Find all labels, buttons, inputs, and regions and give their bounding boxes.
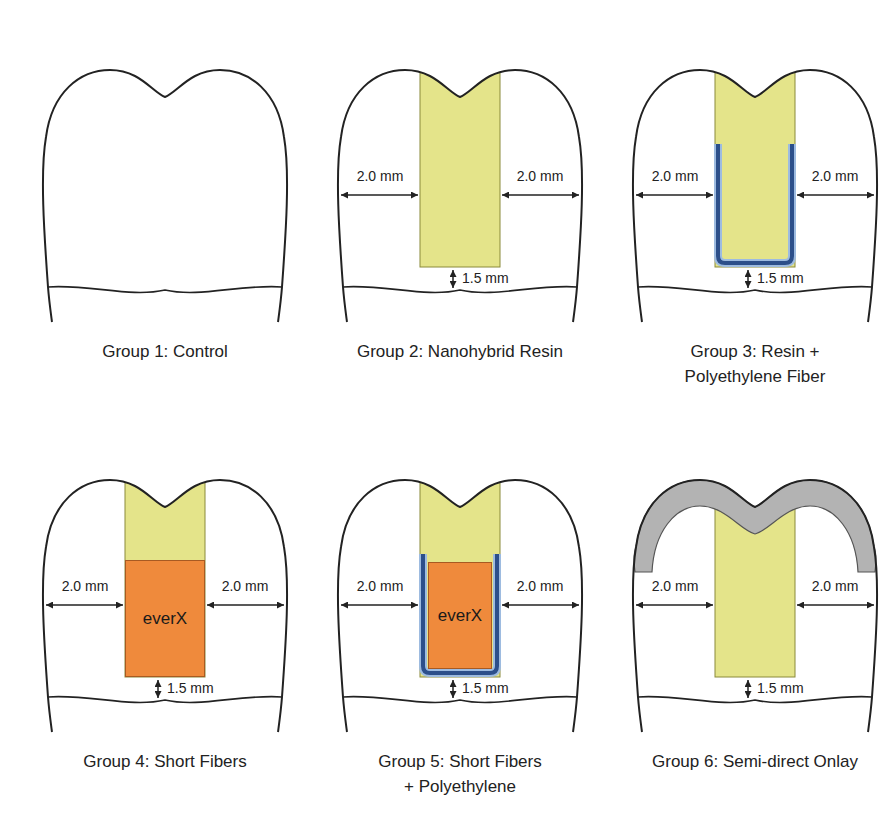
dimension-arrow bbox=[747, 680, 749, 698]
dimension-label: 1.5 mm bbox=[166, 681, 215, 696]
dimension-arrow bbox=[157, 680, 159, 698]
tooth-outline bbox=[630, 62, 880, 324]
dimension-label: 1.5 mm bbox=[756, 681, 805, 696]
tooth-outline bbox=[630, 472, 880, 734]
dimension-label: 1.5 mm bbox=[461, 271, 510, 286]
tooth-group: Group 1: Control bbox=[40, 62, 290, 392]
dimension-arrow bbox=[502, 604, 579, 606]
dimension-label: 2.0 mm bbox=[811, 169, 860, 184]
dimension-arrow bbox=[46, 604, 123, 606]
onlay-cap bbox=[634, 480, 876, 572]
dimension-label: 2.0 mm bbox=[516, 579, 565, 594]
dimension-label: 2.0 mm bbox=[356, 169, 405, 184]
cej-line bbox=[343, 287, 577, 293]
dimension-arrow bbox=[207, 604, 284, 606]
dimension-label: 2.0 mm bbox=[811, 579, 860, 594]
cej-line bbox=[48, 287, 282, 293]
group-caption: Group 2: Nanohybrid Resin bbox=[340, 340, 580, 365]
polyethylene-fiber bbox=[718, 144, 792, 263]
dimension-label: 2.0 mm bbox=[221, 579, 270, 594]
group-caption: Group 5: Short Fibers + Polyethylene bbox=[375, 750, 545, 799]
dimension-label: 1.5 mm bbox=[461, 681, 510, 696]
dimension-arrow bbox=[797, 604, 874, 606]
resin-restoration bbox=[125, 472, 205, 677]
dimension-arrow bbox=[341, 194, 418, 196]
dimension-arrow bbox=[502, 194, 579, 196]
dimension-label: 2.0 mm bbox=[516, 169, 565, 184]
resin-restoration bbox=[715, 62, 795, 267]
short-fiber-composite: everX bbox=[428, 562, 492, 669]
tooth-group: Group 2: Nanohybrid Resin bbox=[335, 62, 585, 392]
dimension-arrow bbox=[452, 680, 454, 698]
resin-restoration bbox=[420, 62, 500, 267]
resin-restoration bbox=[420, 472, 500, 677]
group-caption: Group 4: Short Fibers bbox=[45, 750, 285, 775]
tooth-group: Group 5: Short Fibers + Polyethylene ever… bbox=[335, 472, 585, 802]
cej-line bbox=[343, 697, 577, 703]
polyethylene-fiber bbox=[423, 554, 497, 673]
dimension-arrow bbox=[341, 604, 418, 606]
dimension-label: 1.5 mm bbox=[756, 271, 805, 286]
fiber-halo bbox=[423, 554, 497, 673]
tooth-group: Group 4: Short Fibers everX bbox=[40, 472, 290, 802]
tooth-outline bbox=[40, 62, 290, 324]
material-label: everX bbox=[143, 609, 187, 629]
dimension-arrow bbox=[797, 194, 874, 196]
group-caption: Group 3: Resin + Polyethylene Fiber bbox=[675, 340, 835, 389]
dimension-arrow bbox=[452, 270, 454, 288]
cej-line bbox=[638, 697, 872, 703]
fiber-halo bbox=[718, 144, 792, 263]
dimension-arrow bbox=[636, 194, 713, 196]
tooth-outline bbox=[335, 62, 585, 324]
group-caption: Group 1: Control bbox=[45, 340, 285, 365]
dimension-label: 2.0 mm bbox=[356, 579, 405, 594]
tooth-group: Group 6: Semi-direct Onlay bbox=[630, 472, 880, 802]
dimension-label: 2.0 mm bbox=[61, 579, 110, 594]
tooth-panel-drawing bbox=[48, 287, 282, 293]
dimension-arrow bbox=[636, 604, 713, 606]
material-label: everX bbox=[438, 606, 482, 626]
short-fiber-composite: everX bbox=[125, 560, 205, 677]
dimension-label: 2.0 mm bbox=[651, 579, 700, 594]
tooth-group: Group 3: Resin + Polyethylene Fiber bbox=[630, 62, 880, 392]
cej-line bbox=[638, 287, 872, 293]
group-caption: Group 6: Semi-direct Onlay bbox=[635, 750, 875, 775]
cej-line bbox=[48, 697, 282, 703]
dimension-label: 2.0 mm bbox=[651, 169, 700, 184]
dimension-arrow bbox=[747, 270, 749, 288]
